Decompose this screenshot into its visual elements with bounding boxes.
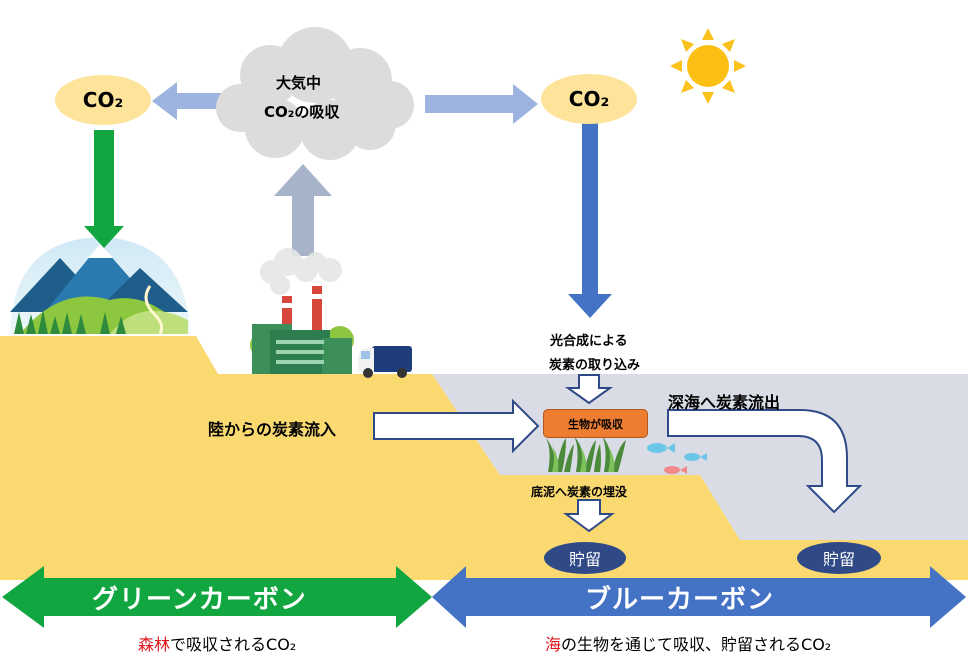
storage-right-label: 貯留	[822, 550, 855, 569]
green-carbon-band	[2, 566, 432, 628]
blue-carbon-title: ブルーカーボン	[585, 585, 775, 615]
sediment-arrow	[562, 499, 616, 533]
photosynthesis-arrow	[564, 374, 614, 405]
cloud-line2: CO₂の吸収	[264, 103, 340, 121]
land-area	[0, 336, 968, 580]
arrow-to-left-co2	[152, 82, 222, 120]
truck-icon	[358, 346, 412, 378]
land-inflow-label: 陸からの炭素流入	[208, 420, 337, 439]
factory-icon	[250, 248, 354, 374]
land-inflow-arrow	[373, 398, 540, 454]
blue-carbon-band	[432, 566, 966, 628]
absorption-box-label: 生物が吸収	[568, 417, 623, 431]
arrow-to-right-co2	[425, 84, 538, 124]
co2-left-label: CO₂	[82, 88, 124, 112]
cloud-icon	[216, 27, 414, 160]
blue-caption-rest: の生物を通じて吸収、貯留されるCO₂	[561, 635, 832, 654]
blue-caption-highlight: 海	[545, 635, 562, 654]
mountain-forest-icon	[10, 237, 190, 335]
storage-left-label: 貯留	[568, 550, 601, 569]
co2-bubble-right: CO₂	[541, 74, 637, 124]
cloud-line1: 大気中	[276, 74, 322, 92]
green-caption-rest: で吸収されるCO₂	[170, 635, 297, 654]
seagrass-icon	[546, 436, 626, 472]
storage-right: 貯留	[797, 542, 881, 574]
green-caption-highlight: 森林	[138, 635, 171, 654]
green-carbon-title: グリーンカーボン	[92, 585, 307, 615]
blue-caption: 海の生物を通じて吸収、貯留されるCO₂	[545, 631, 831, 655]
sun-icon	[670, 28, 746, 104]
blue-down-arrow	[568, 123, 612, 318]
deep-sea-outflow-label: 深海へ炭素流出	[668, 393, 781, 412]
absorption-box: 生物が吸収	[543, 409, 648, 438]
green-down-arrow	[84, 130, 124, 248]
co2-right-label: CO₂	[568, 87, 610, 111]
photosynthesis-line1: 光合成による	[550, 334, 628, 349]
storage-left: 貯留	[544, 542, 626, 574]
photosynthesis-line2: 炭素の取り込み	[549, 358, 641, 373]
emission-up-arrow	[274, 164, 332, 256]
co2-bubble-left: CO₂	[55, 75, 151, 125]
fish-icon	[647, 443, 707, 474]
green-caption: 森林で吸収されるCO₂	[138, 631, 296, 655]
deep-sea-outflow-arrow	[667, 409, 863, 514]
sediment-burial-label: 底泥へ炭素の埋没	[531, 485, 628, 499]
